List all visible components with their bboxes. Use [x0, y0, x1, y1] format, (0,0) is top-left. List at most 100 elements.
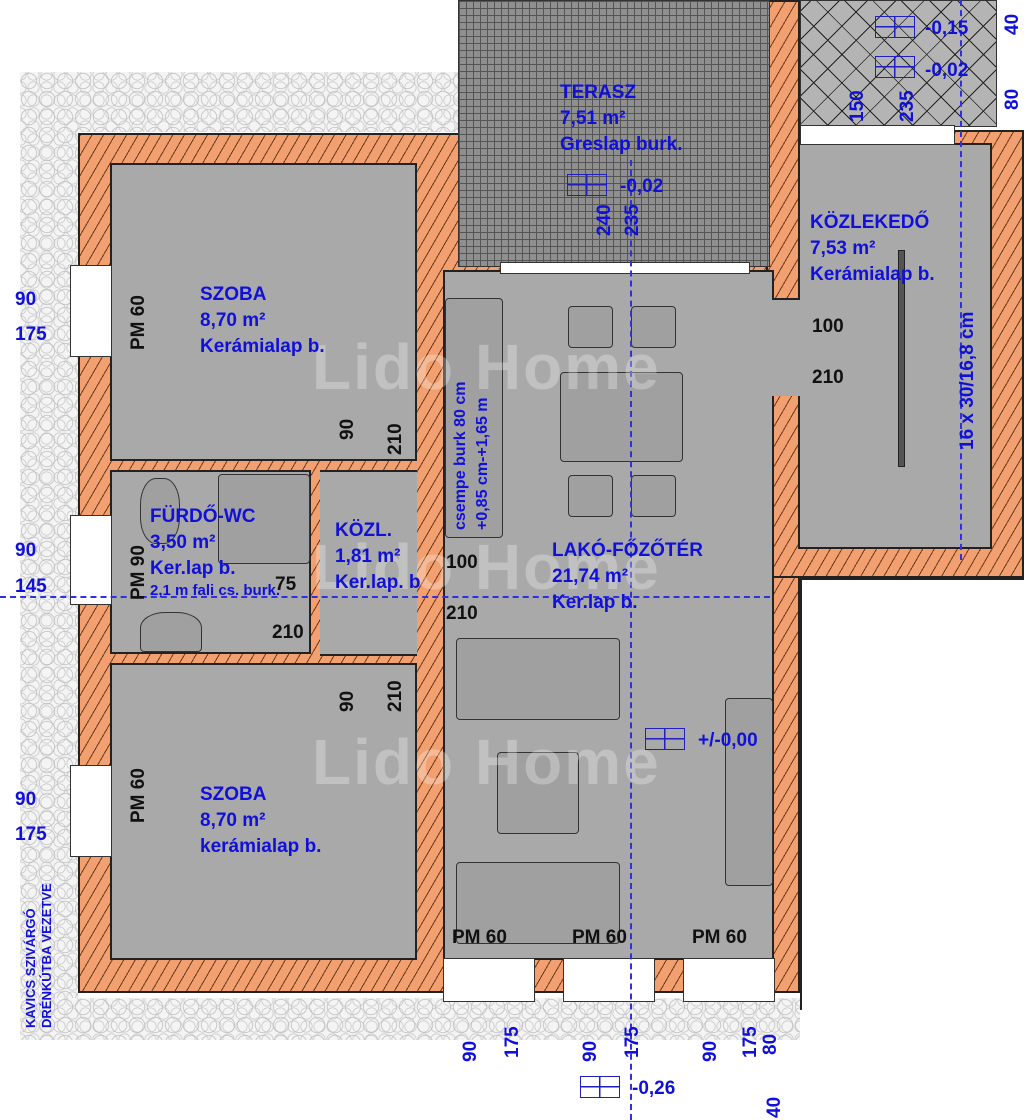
room-note: 2,1 m fali cs. burk. [150, 582, 281, 599]
dim-label: 90 [460, 1040, 481, 1062]
door-dim: 100 [446, 552, 478, 573]
door-dim: 210 [272, 622, 304, 643]
gravel-band-left [20, 72, 78, 1040]
coffee-table [497, 752, 579, 834]
room-floor: Ker.lap b. [552, 592, 638, 613]
window-label: PM 60 [128, 295, 149, 350]
gravel-band-bottom [20, 998, 800, 1040]
window-lako-3[interactable] [683, 958, 775, 1002]
sofa [456, 862, 620, 944]
room-label-szoba-1: SZOBA 8,70 m² Kerámialap b. [200, 282, 325, 360]
room-kozlekedo [798, 143, 992, 549]
room-area: 8,70 m² [200, 810, 266, 831]
terasz-side-wall [766, 0, 800, 300]
dim-label: 175 [502, 1026, 523, 1058]
door-dim: 210 [812, 367, 844, 388]
level-marker-icon [875, 16, 915, 38]
terrace-door[interactable] [500, 262, 750, 274]
toilet [140, 478, 180, 544]
entrance-door[interactable] [800, 125, 955, 145]
room-name: LAKÓ-FŐZŐTÉR [552, 540, 703, 561]
axis-line [0, 596, 770, 598]
room-name: SZOBA [200, 284, 267, 305]
room-label-kozlekedo: KÖZLEKEDŐ 7,53 m² Kerámialap b. [810, 210, 935, 288]
room-name: SZOBA [200, 784, 267, 805]
dim-label: 145 [15, 576, 47, 597]
level-value: -0,15 [925, 18, 969, 39]
window-furdo[interactable] [70, 515, 112, 605]
dim-label: 90 [15, 540, 37, 561]
tv-cabinet [725, 698, 773, 886]
kitchen-tile-note: +0,85 cm-+1,65 m [474, 397, 491, 530]
room-area: 1,81 m² [335, 546, 401, 567]
dim-label: 175 [15, 824, 47, 845]
outside-area [800, 578, 1024, 1010]
chair [568, 475, 613, 517]
stair-handrail [898, 250, 905, 467]
window-label: PM 60 [692, 927, 747, 948]
dim-label: 90 [580, 1040, 601, 1062]
dim-label: 235 [897, 90, 918, 122]
gravel-band-top [20, 72, 460, 132]
room-floor: Ker.lap b. [150, 558, 236, 579]
room-floor: Ker.lap. b [335, 572, 421, 593]
level-marker-icon [567, 174, 607, 196]
dim-label: 90 [15, 289, 37, 310]
dim-label: 150 [847, 90, 868, 122]
window-szoba-2[interactable] [70, 765, 112, 857]
window-label: PM 60 [572, 927, 627, 948]
window-lako-1[interactable] [443, 958, 535, 1002]
door-opening-lako [770, 300, 802, 396]
chair [568, 306, 613, 348]
door-dim: 90 [337, 690, 358, 712]
room-name: TERASZ [560, 82, 636, 103]
room-name: KÖZLEKEDŐ [810, 212, 930, 233]
dim-label: 80 [760, 1033, 781, 1055]
window-label: PM 60 [128, 768, 149, 823]
kitchen-counter [445, 298, 503, 538]
level-value: -0,02 [925, 60, 969, 81]
room-label-lako: LAKÓ-FŐZŐTÉR 21,74 m² Ker.lap b. [552, 538, 703, 616]
washbasin [140, 612, 202, 652]
window-label: PM 90 [128, 545, 149, 600]
dim-label: 90 [700, 1040, 721, 1062]
dining-table [560, 372, 683, 462]
door-dim: 210 [385, 423, 406, 455]
level-value: -0,02 [620, 176, 664, 197]
window-szoba-1[interactable] [70, 265, 112, 357]
room-name: KÖZL. [335, 520, 392, 541]
dim-label: 90 [15, 789, 37, 810]
room-area: 8,70 m² [200, 310, 266, 331]
window-label: PM 60 [452, 927, 507, 948]
room-area: 7,53 m² [810, 238, 876, 259]
room-label-szoba-2: SZOBA 8,70 m² kerámialap b. [200, 782, 321, 860]
window-lako-2[interactable] [563, 958, 655, 1002]
door-dim: 90 [337, 418, 358, 440]
room-floor: Greslap burk. [560, 134, 683, 155]
room-name: FÜRDŐ-WC [150, 506, 256, 527]
sofa [456, 638, 620, 720]
dim-label: 175 [622, 1026, 643, 1058]
level-value: +/-0,00 [698, 730, 758, 751]
dim-label: 80 [1002, 88, 1023, 110]
axis-line [960, 0, 962, 560]
gravel-note: KAVICS SZIVÁRGÓ [23, 908, 38, 1028]
level-value: -0,26 [632, 1078, 676, 1099]
watermark: Lido Home [312, 331, 661, 403]
room-szoba-2 [110, 663, 417, 960]
door-dim: 210 [385, 680, 406, 712]
door-dim: 100 [812, 316, 844, 337]
door-dim: 210 [446, 603, 478, 624]
door-dim: 75 [275, 574, 297, 595]
shower [218, 474, 310, 564]
level-marker-icon [645, 728, 685, 750]
room-kozl [320, 470, 417, 656]
room-area: 7,51 m² [560, 108, 626, 129]
room-szoba-1 [110, 163, 417, 461]
level-marker-icon [875, 56, 915, 78]
gravel-note: DRÉNKÚTBA VEZETVE [39, 883, 54, 1028]
stairs-note: 16 x 30/16,8 cm [957, 311, 978, 450]
dim-label: 240 [594, 204, 615, 236]
level-marker-icon [580, 1076, 620, 1098]
axis-line [630, 160, 632, 1120]
